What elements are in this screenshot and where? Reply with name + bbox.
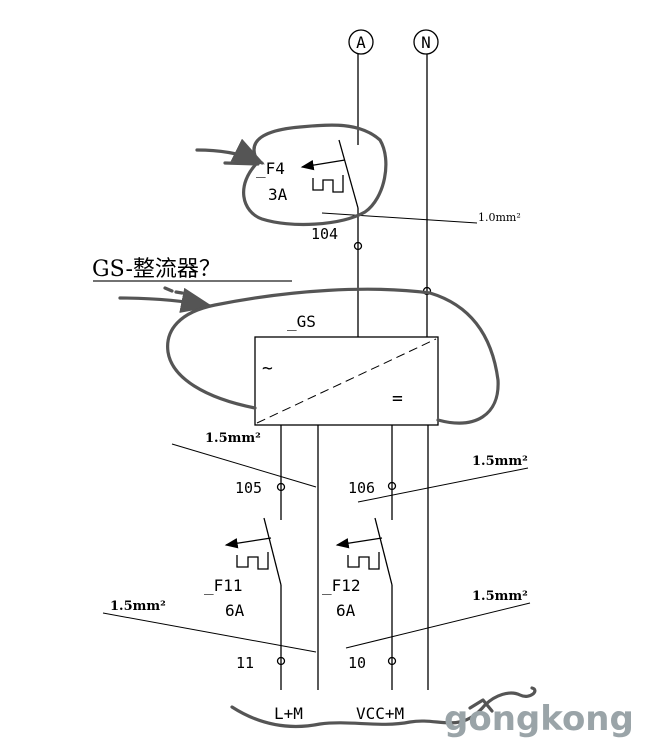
breaker-f4-contact bbox=[338, 139, 359, 209]
breaker-f4-thermal bbox=[312, 175, 344, 193]
rectifier-dc-symbol: = bbox=[392, 388, 403, 409]
sketch-bottom-peak bbox=[468, 698, 494, 713]
cable-leader-right-lower bbox=[345, 602, 531, 649]
breaker-f12-name: _F12 bbox=[322, 576, 361, 595]
breaker-f4-arrow bbox=[300, 159, 346, 171]
annotation-question: GS-整流器？ bbox=[92, 257, 221, 282]
cable-size-right-upper: 1.5mm² bbox=[472, 454, 528, 469]
terminal-point-104 bbox=[353, 241, 363, 251]
terminal-a: A bbox=[348, 29, 374, 55]
breaker-f12: _F12 6A bbox=[322, 517, 393, 620]
cable-leader-left-lower bbox=[102, 612, 317, 653]
sketch-bottom-scribble bbox=[230, 686, 537, 728]
breaker-f12-thermal bbox=[347, 552, 380, 570]
breaker-f12-rating: 6A bbox=[336, 601, 356, 620]
cable-size-left-lower: 1.5mm² bbox=[110, 599, 166, 614]
wire-label-11: 11 bbox=[236, 654, 254, 672]
cable-size-top: 1.0mm² bbox=[478, 211, 521, 224]
sketch-circle-gs bbox=[166, 287, 500, 425]
wire-label-106: 106 bbox=[348, 479, 375, 497]
cable-leader-right-upper bbox=[357, 467, 529, 503]
watermark: gongkong bbox=[444, 699, 634, 739]
breaker-f11-contact bbox=[263, 517, 282, 586]
cable-leader-left-upper bbox=[171, 443, 317, 488]
breaker-f4-rating: 3A bbox=[268, 185, 288, 204]
terminal-point-106 bbox=[387, 481, 397, 491]
rectifier-ac-symbol: ~ bbox=[262, 358, 273, 379]
terminal-point-105 bbox=[276, 482, 286, 492]
rectifier-name: _GS bbox=[287, 312, 316, 331]
output-label-right: VCC+M bbox=[356, 704, 404, 723]
sketch-arrow-f4 bbox=[195, 138, 265, 165]
terminal-a-label: A bbox=[356, 33, 366, 52]
sketch-arrow-gs-dots bbox=[163, 286, 184, 295]
breaker-f12-contact bbox=[374, 517, 393, 586]
terminal-point-10 bbox=[387, 656, 397, 666]
terminal-point-11 bbox=[276, 656, 286, 666]
output-label-left: L+M bbox=[274, 704, 303, 723]
breaker-f11-name: _F11 bbox=[204, 576, 243, 595]
cable-size-right-lower: 1.5mm² bbox=[472, 589, 528, 604]
terminal-n-label: N bbox=[421, 33, 431, 52]
rectifier-box bbox=[254, 336, 439, 426]
wire-label-104: 104 bbox=[311, 225, 338, 243]
terminal-n: N bbox=[413, 29, 439, 55]
cable-size-left-upper: 1.5mm² bbox=[205, 431, 261, 446]
breaker-f12-arrow bbox=[335, 537, 383, 549]
rectifier-gs: _GS ~ = bbox=[254, 312, 439, 426]
sketch-circle-f4 bbox=[242, 123, 388, 227]
wire-label-105: 105 bbox=[235, 479, 262, 497]
cable-leader-top bbox=[321, 212, 478, 224]
breaker-f11: _F11 6A bbox=[204, 517, 282, 620]
sketch-arrow-f4-tail bbox=[223, 161, 260, 166]
breaker-f11-rating: 6A bbox=[225, 601, 245, 620]
rectifier-diagonal bbox=[256, 338, 437, 424]
breaker-f11-arrow bbox=[224, 537, 272, 549]
breaker-f11-thermal bbox=[236, 552, 269, 570]
sketch-arrow-gs bbox=[118, 287, 214, 313]
wire-label-10: 10 bbox=[348, 654, 366, 672]
breaker-f4: _F4 3A bbox=[256, 139, 359, 209]
